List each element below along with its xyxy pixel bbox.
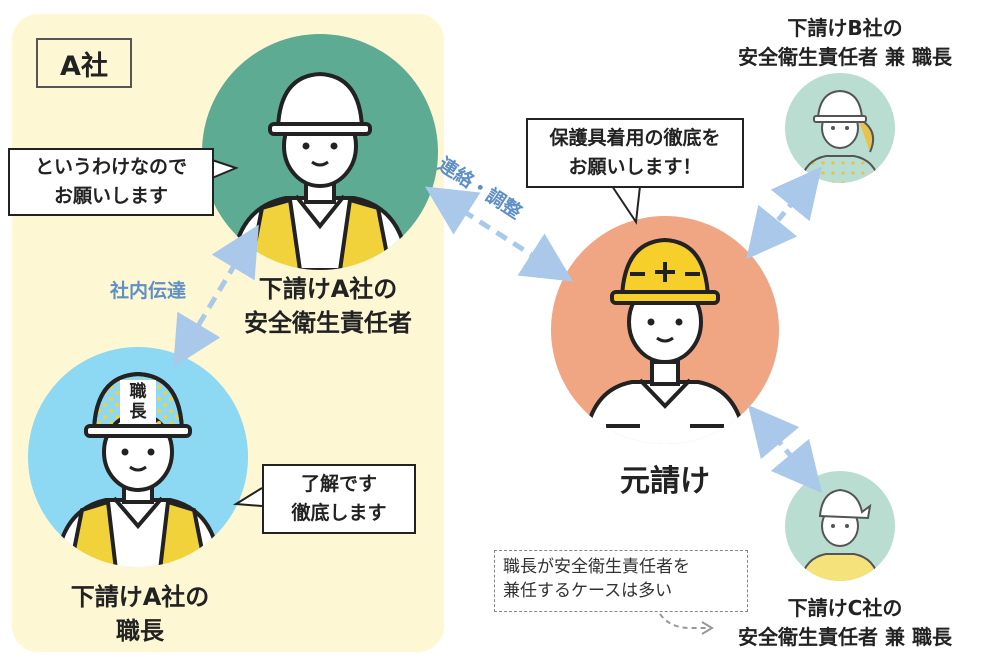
label-sub-c: 下請けC社の 安全衛生責任者 兼 職長	[700, 592, 990, 654]
speech-prime-line2: お願いします！	[568, 156, 702, 178]
speech-a-manager-line2: お願いします	[53, 185, 168, 207]
label-a-manager-line2: 安全衛生責任者	[244, 309, 412, 337]
label-a-foreman: 下請けA社の 職長	[30, 578, 250, 650]
speech-a-foreman-line1: 了解です	[300, 473, 377, 495]
label-prime: 元請け	[620, 464, 710, 499]
label-sub-b-line2: 安全衛生責任者 兼 職長	[738, 45, 952, 69]
speech-prime-line1: 保護具着用の徹底を	[549, 127, 721, 149]
label-a-manager-line1: 下請けA社の	[258, 275, 398, 303]
note-pointer	[659, 613, 708, 629]
note-line1: 職長が安全衛生責任者を	[503, 557, 690, 577]
note-box: 職長が安全衛生責任者を 兼任するケースは多い	[494, 550, 748, 612]
sub-b-avatar	[785, 73, 895, 183]
arrow-sub-b	[746, 166, 822, 260]
foreman-helmet-char1: 職	[129, 382, 147, 402]
speech-a-foreman: 了解です 徹底します	[262, 464, 416, 534]
note-line2: 兼任するケースは多い	[503, 581, 673, 601]
prime-avatar	[551, 216, 779, 444]
a-foreman-avatar	[28, 347, 248, 567]
label-a-manager: 下請けA社の 安全衛生責任者	[218, 270, 438, 342]
label-sub-b: 下請けB社の 安全衛生責任者 兼 職長	[700, 12, 990, 74]
arrow-sub-c	[747, 404, 823, 494]
note-pointer-head	[701, 621, 714, 635]
foreman-helmet-text: 職 長	[120, 380, 156, 424]
label-sub-c-line2: 安全衛生責任者 兼 職長	[738, 625, 952, 649]
label-sub-c-line1: 下請けC社の	[787, 596, 903, 620]
label-a-foreman-line2: 職長	[116, 617, 164, 645]
label-a-foreman-line1: 下請けA社の	[70, 583, 210, 611]
arrow-liaison	[424, 186, 574, 282]
company-a-tag: A社	[36, 38, 132, 88]
speech-a-manager: というわけなので お願いします	[8, 148, 214, 216]
speech-prime: 保護具着用の徹底を お願いします！	[526, 118, 744, 188]
a-manager-avatar	[202, 34, 438, 270]
foreman-helmet-char2: 長	[129, 402, 147, 422]
speech-a-manager-line1: というわけなので	[34, 156, 187, 178]
arrow-internal-label: 社内伝達	[110, 280, 187, 302]
sub-c-avatar	[785, 471, 895, 581]
label-sub-b-line1: 下請けB社の	[787, 16, 903, 40]
speech-a-foreman-line2: 徹底します	[291, 502, 387, 524]
